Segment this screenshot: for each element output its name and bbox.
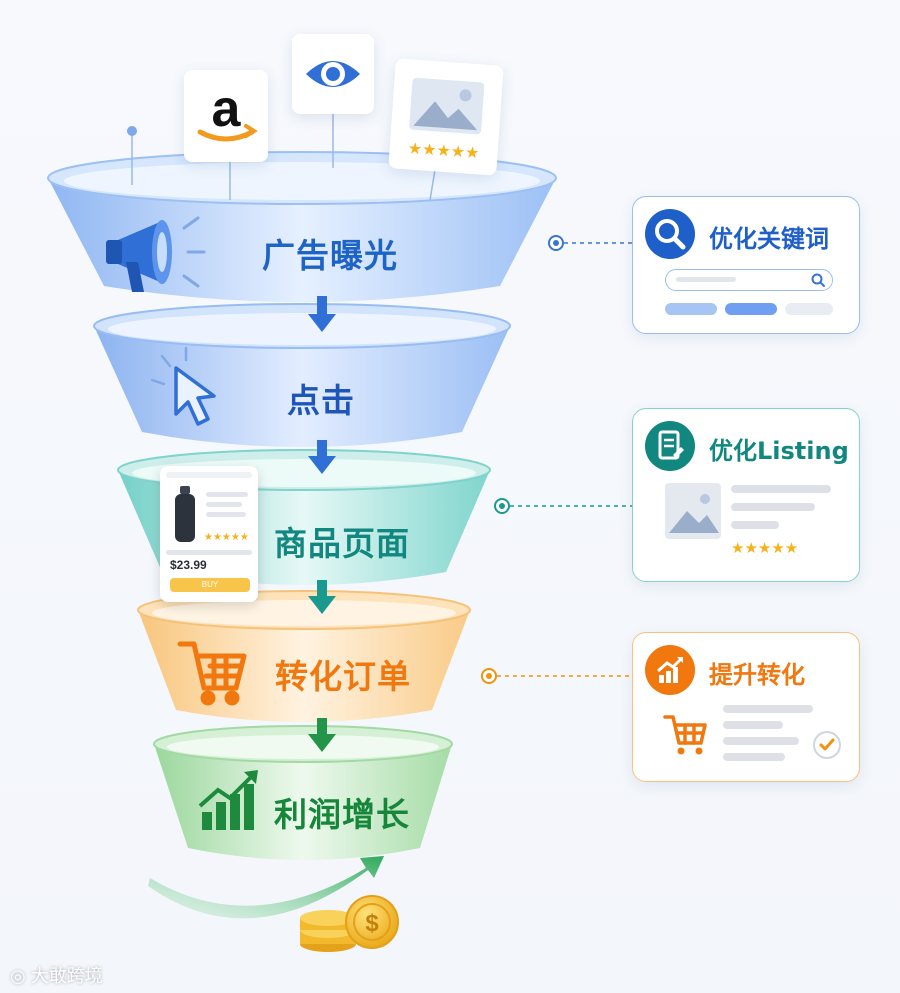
connector-listing (494, 498, 632, 514)
listing-image-placeholder (665, 483, 721, 539)
card-title-keywords: 优化关键词 (709, 225, 829, 253)
search-small-icon (811, 273, 825, 287)
watermark: ◎ 大敢跨境 (10, 962, 103, 988)
keyword-tag (785, 303, 833, 315)
keyword-tag (725, 303, 777, 315)
text-line (723, 737, 799, 745)
svg-text:a: a (212, 80, 242, 138)
card-optimize-listing: 优化Listing ★★★★★ (632, 408, 860, 582)
product-price: $23.99 (170, 558, 207, 572)
flow-arrow-2 (308, 440, 336, 474)
product-rating-stars: ★★★★★ (204, 532, 249, 543)
listing-rating-stars: ★★★★★ (731, 539, 799, 557)
card-title-listing: 优化Listing (709, 437, 849, 465)
review-image-card: ★★★★★ (388, 58, 504, 176)
check-icon (813, 731, 841, 759)
hang-dot (127, 126, 137, 136)
text-line (723, 753, 785, 761)
eye-icon (306, 61, 360, 87)
cart-small-icon (663, 715, 707, 755)
amazon-card: a (184, 70, 268, 162)
flow-arrow-3 (308, 580, 336, 614)
buy-button[interactable]: BUY (170, 578, 250, 592)
keyword-tag (665, 303, 717, 315)
watermark-text: 大敢跨境 (30, 966, 103, 986)
text-line (723, 721, 783, 729)
search-input[interactable] (665, 269, 833, 291)
tier-label-order: 转化订单 (275, 657, 411, 696)
chart-up-icon (645, 645, 695, 695)
flow-arrow-4 (308, 718, 336, 752)
connector-keywords (548, 235, 632, 251)
tier-label-profit: 利润增长 (274, 795, 410, 834)
cart-icon (177, 641, 247, 706)
megaphone-icon (106, 216, 206, 292)
svg-text:$: $ (365, 910, 379, 937)
text-line (731, 521, 779, 529)
connector-conversion (481, 668, 632, 684)
bottle-icon (175, 486, 195, 542)
tier-label-product-page: 商品页面 (274, 524, 410, 563)
image-rating-icon: ★★★★★ (407, 77, 485, 162)
growth-chart-icon (198, 770, 258, 830)
card-optimize-keywords: 优化关键词 (632, 196, 860, 334)
hang-line (429, 169, 436, 201)
tier-label-ad-exposure: 广告曝光 (262, 236, 398, 275)
flow-arrow-1 (308, 296, 336, 332)
growth-swoosh-arrow (148, 856, 384, 919)
funnel-tier-click (93, 303, 511, 447)
card-boost-conversion: 提升转化 (632, 632, 860, 782)
document-icon (645, 421, 695, 471)
eye-card (292, 34, 374, 114)
amazon-logo-icon: a (197, 80, 258, 142)
text-line (731, 485, 831, 493)
svg-text:★★★★★: ★★★★★ (407, 138, 480, 162)
text-line (731, 503, 815, 511)
cursor-icon (150, 346, 216, 426)
search-icon (645, 209, 695, 259)
card-title-conversion: 提升转化 (709, 661, 805, 689)
tier-label-click: 点击 (287, 381, 355, 420)
watermark-logo-icon: ◎ (10, 966, 31, 986)
coins-icon: $ (300, 895, 399, 952)
funnel-tier-profit (153, 725, 453, 860)
text-line (723, 705, 813, 713)
product-card: ★★★★★ $23.99 BUY (160, 466, 258, 602)
